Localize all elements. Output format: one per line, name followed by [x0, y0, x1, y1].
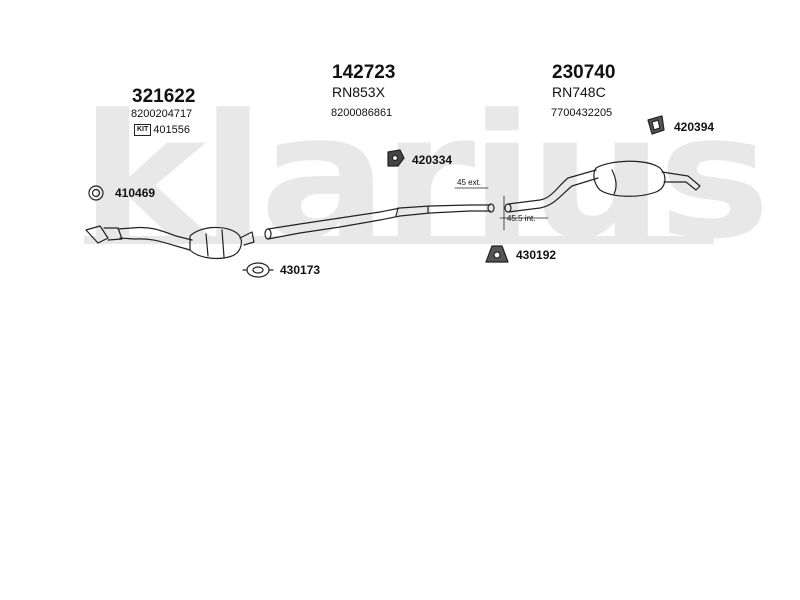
watermark-underline [84, 236, 714, 244]
hanger-bracket-icon [647, 115, 665, 135]
oe-number-7700432205: 7700432205 [551, 107, 613, 119]
kit-icon: KIT [134, 124, 152, 136]
dimension-external: 45 ext. [457, 178, 482, 187]
dimension-marks [454, 187, 549, 231]
part-number-321622: 321622 [132, 86, 196, 107]
part-number-142723: 142723 [332, 62, 396, 83]
gasket-ring-icon [88, 185, 104, 201]
accessory-number-430192: 430192 [516, 248, 557, 262]
intermediate-pipe-icon [264, 203, 495, 240]
kit-number-401556: 401556 [153, 124, 190, 136]
ref-code-rn748c: RN748C [552, 84, 606, 100]
accessory-number-410469: 410469 [115, 186, 156, 200]
ref-code-rn853x: RN853X [332, 84, 385, 100]
accessory-number-420334: 420334 [412, 153, 453, 167]
dimension-internal: 45.5 int. [507, 214, 536, 223]
part-number-230740: 230740 [552, 62, 616, 83]
front-pipe-catalyst-icon [85, 225, 255, 260]
kit-label: KIT 401556 [134, 124, 190, 136]
oe-number-8200204717: 8200204717 [131, 108, 193, 120]
accessory-number-420394: 420394 [674, 120, 715, 134]
oe-number-8200086861: 8200086861 [331, 107, 393, 119]
clamp-icon [242, 262, 274, 278]
accessory-number-430173: 430173 [280, 263, 321, 277]
mounting-bracket-icon [387, 149, 405, 167]
rear-silencer-icon [504, 160, 701, 213]
rubber-mount-icon [485, 245, 509, 263]
